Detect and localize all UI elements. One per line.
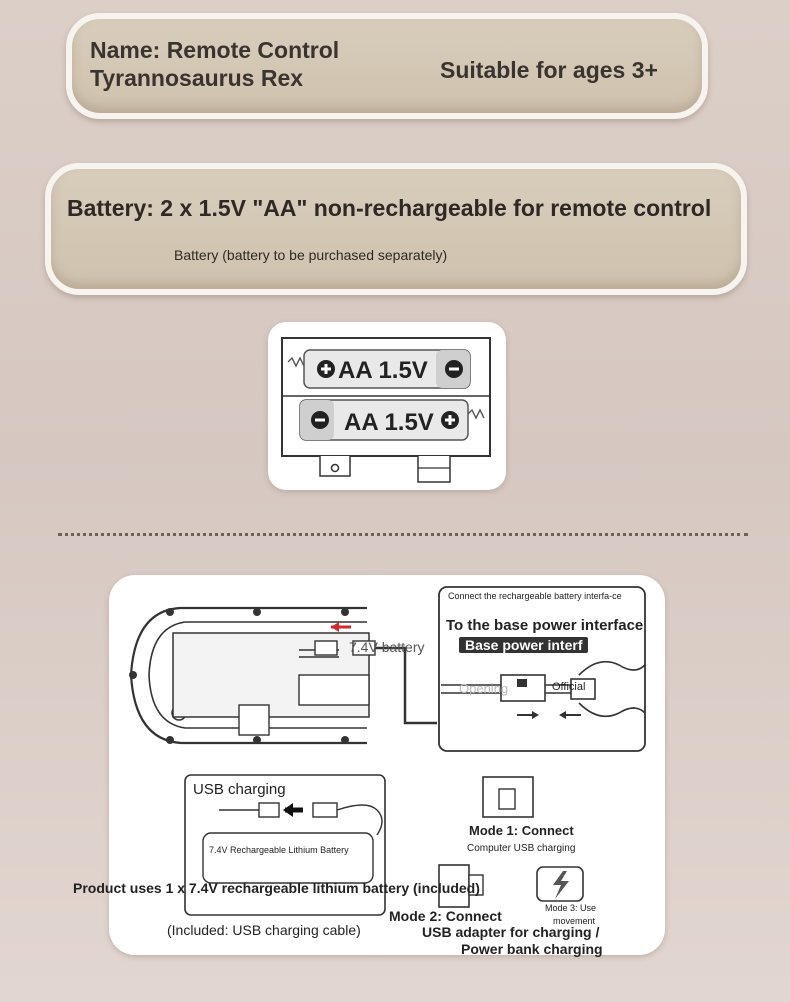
base-interface-title: To the base power interface xyxy=(446,617,644,634)
charging-diagram: Connect the rechargeable battery interfa… xyxy=(73,575,665,957)
mode1-label: Mode 1: Connect xyxy=(469,823,574,838)
base-power-label: Base power interf xyxy=(459,637,589,653)
mode3-line1: Mode 3: Use xyxy=(545,903,597,913)
wiring-diagram-icon xyxy=(129,586,646,916)
usb-adapter-label: USB adapter for charging / xyxy=(422,924,600,940)
battery-note: Battery (battery to be purchased separat… xyxy=(174,247,448,263)
mode1-sub: Computer USB charging xyxy=(467,843,576,854)
product-battery-note: Product uses 1 x 7.4V rechargeable lithi… xyxy=(73,880,480,896)
official-label: Official xyxy=(552,681,586,693)
lithium-battery-label: 7.4V Rechargeable Lithium Battery xyxy=(209,845,349,855)
battery-tag: 7.4V battery xyxy=(349,639,425,655)
product-name-line2: Tyrannosaurus Rex xyxy=(90,65,304,91)
battery-compartment-icon: AA 1.5V AA 1.5V xyxy=(281,337,491,483)
product-name-line1: Name: Remote Control xyxy=(90,37,340,63)
age-suitability: Suitable for ages 3+ xyxy=(440,57,658,83)
usb-charging-title: USB charging xyxy=(193,781,286,798)
aa-battery-illustration: AA 1.5V AA 1.5V xyxy=(268,322,506,490)
battery-card: Battery: 2 x 1.5V "AA" non-rechargeable … xyxy=(45,163,747,295)
aa-label-bottom: AA 1.5V xyxy=(344,409,434,436)
mode3-line2: movement xyxy=(553,916,596,926)
included-cable-note: (Included: USB charging cable) xyxy=(167,922,361,938)
dotted-divider xyxy=(58,533,748,536)
battery-spec: Battery: 2 x 1.5V "AA" non-rechargeable … xyxy=(67,195,712,221)
aa-label-top: AA 1.5V xyxy=(338,357,428,384)
connect-interface-note: Connect the rechargeable battery interfa… xyxy=(448,591,622,601)
name-card: Name: Remote Control Tyrannosaurus Rex S… xyxy=(66,13,708,119)
opening-label: Opening xyxy=(459,681,509,696)
mode2-label: Mode 2: Connect xyxy=(389,908,502,924)
usb-adapter-icon xyxy=(438,864,470,908)
power-bank-label: Power bank charging xyxy=(461,941,603,957)
